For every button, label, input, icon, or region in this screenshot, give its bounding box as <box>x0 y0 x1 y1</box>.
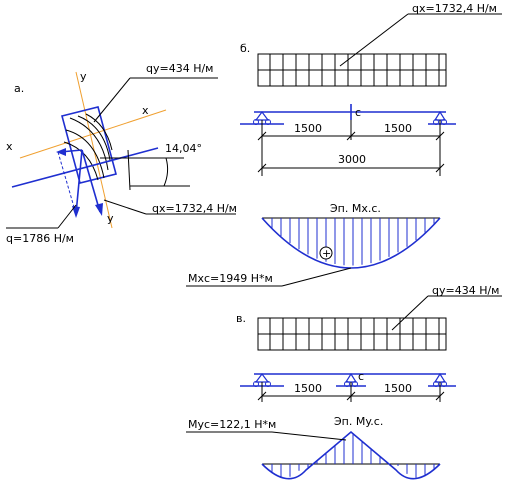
qx-arrow <box>81 149 101 213</box>
moment-v-label: Myc=122,1 Н*м <box>188 418 276 431</box>
support-middle-v <box>344 372 358 383</box>
plus-sign-circle <box>319 246 333 260</box>
diagram-title-b: Эп. Mх.с. <box>330 202 381 215</box>
part-v-label: в. <box>236 312 246 325</box>
axis-y-top-label: y <box>80 70 87 83</box>
axis-x-right-label: x <box>142 104 149 117</box>
q-arrow <box>75 149 83 215</box>
support-right-b <box>433 110 447 121</box>
span-right-b: 1500 <box>384 122 412 135</box>
qx-label: qx=1732,4 Н/м <box>152 202 237 215</box>
inclined-plane-line <box>11 147 159 188</box>
span-left-b: 1500 <box>294 122 322 135</box>
axis-y-bottom-label: y <box>107 212 114 225</box>
q-label: q=1786 Н/м <box>6 232 74 245</box>
y-axis-line <box>75 71 113 229</box>
moment-curve-v <box>261 430 441 480</box>
part-a-label: а. <box>14 82 24 95</box>
plus-sign: + <box>322 247 331 260</box>
part-b-beam: б. qx=1732,4 Н/м c 1500 1500 <box>186 2 502 287</box>
part-b-label: б. <box>240 42 250 55</box>
support-right-v <box>433 372 447 383</box>
point-c-v: c <box>358 370 364 383</box>
support-left-b <box>254 111 270 121</box>
load-v-label: qy=434 Н/м <box>432 284 499 297</box>
load-b-label: qx=1732,4 Н/м <box>412 2 497 15</box>
qy-label: qy=434 Н/м <box>146 62 213 75</box>
moment-curve-b <box>261 217 441 269</box>
part-v-beam: в. qy=434 Н/м c 1500 1500 Эп. My.c. <box>186 284 502 480</box>
rectangular-section <box>61 106 117 184</box>
part-a-section: а. y x x y 14,04° qy=434 <box>6 62 237 245</box>
moment-b-label: Mхс=1949 Н*м <box>188 272 273 285</box>
support-left-v <box>254 373 270 383</box>
axis-x-left-label: x <box>6 140 13 153</box>
point-c-b: c <box>355 106 361 119</box>
angle-label: 14,04° <box>165 142 202 155</box>
span-right-v: 1500 <box>384 382 412 395</box>
diagram-title-v: Эп. My.c. <box>334 415 383 428</box>
total-length-b: 3000 <box>338 153 366 166</box>
span-left-v: 1500 <box>294 382 322 395</box>
